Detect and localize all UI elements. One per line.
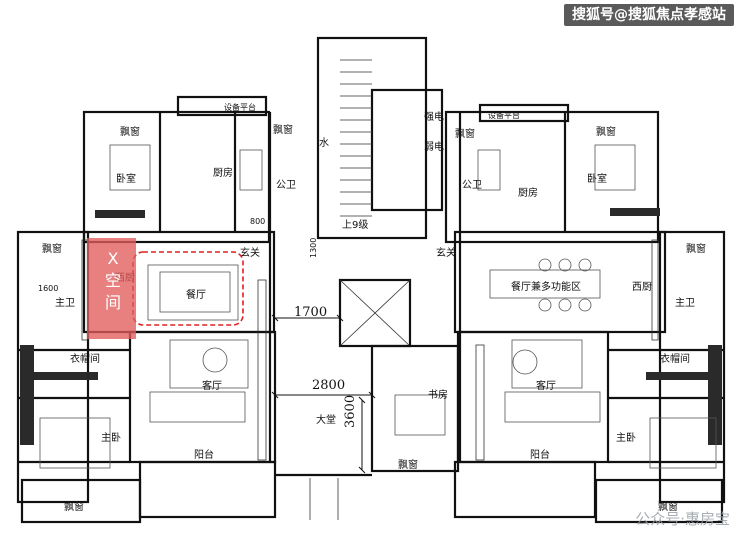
label-balcony-left: 设备平台 (224, 102, 256, 112)
label-bath-pub-left: 公卫 (276, 180, 296, 191)
bay-sills (20, 208, 722, 445)
label-kitchen-right: 厨房 (518, 186, 538, 199)
label-balcony-br: 阳台 (530, 448, 550, 461)
label-master-left: 主卧 (101, 431, 121, 444)
label-living-left: 客厅 (202, 379, 222, 392)
label-d800: 800 (250, 217, 265, 226)
label-bay-bl: 飘窗 (64, 500, 84, 513)
furniture (39, 144, 717, 469)
label-dining-left: 餐厅 (186, 288, 206, 301)
source-banner: 搜狐号@搜狐焦点孝感站 (564, 4, 734, 26)
label-master-bath-right: 主卫 (675, 297, 695, 309)
label-elec-weak: 弱电 (424, 140, 444, 153)
label-water: 水 (319, 137, 329, 149)
label-master-right: 主卧 (616, 431, 636, 444)
label-dim-3600: 3600 (343, 395, 358, 428)
label-dim-2800: 2800 (312, 378, 345, 393)
label-bay-tl2: 飘窗 (273, 123, 293, 136)
label-living-right: 客厅 (536, 379, 556, 392)
label-bay-bc: 飘窗 (398, 458, 418, 471)
label-master-bath-left: 主卫 (55, 297, 75, 309)
label-elec-strong: 强电 (424, 110, 444, 123)
label-foyer-right: 玄关 (436, 246, 456, 259)
label-closet-right: 衣帽间 (660, 352, 690, 365)
label-balcony-right: 设备平台 (488, 110, 520, 120)
label-dining-multi: 餐厅兼多功能区 (511, 280, 581, 293)
dimension-lines (271, 314, 376, 474)
label-lobby: 大堂 (316, 413, 336, 426)
label-xichu-right: 西厨 (632, 281, 652, 293)
label-bath-pub-right: 公卫 (462, 180, 482, 191)
label-bay-tr: 飘窗 (596, 125, 616, 138)
label-bedroom-right: 卧室 (587, 172, 607, 185)
label-bay-br: 飘窗 (658, 500, 678, 513)
label-d1600: 1600 (38, 284, 58, 293)
label-bay-tr2: 飘窗 (686, 242, 706, 255)
dining-highlight (132, 251, 244, 326)
watermark: 公众号·惠房宝 (635, 510, 730, 528)
label-d1300: 1300 (309, 238, 318, 258)
label-balcony-bl: 阳台 (194, 448, 214, 461)
label-dim-1700: 1700 (294, 305, 327, 320)
label-kitchen-left: 厨房 (213, 166, 233, 179)
label-bay-tl: 飘窗 (120, 125, 140, 138)
walls (16, 36, 726, 524)
label-bay-ml: 飘窗 (455, 127, 475, 140)
label-bay-ml2: 飘窗 (42, 242, 62, 255)
x-space-highlight (87, 238, 136, 339)
label-up9: 上9级 (342, 219, 368, 231)
label-study: 书房 (428, 388, 448, 401)
label-closet-left: 衣帽间 (70, 352, 100, 365)
label-bedroom-left: 卧室 (116, 172, 136, 185)
label-foyer-left: 玄关 (240, 246, 260, 259)
